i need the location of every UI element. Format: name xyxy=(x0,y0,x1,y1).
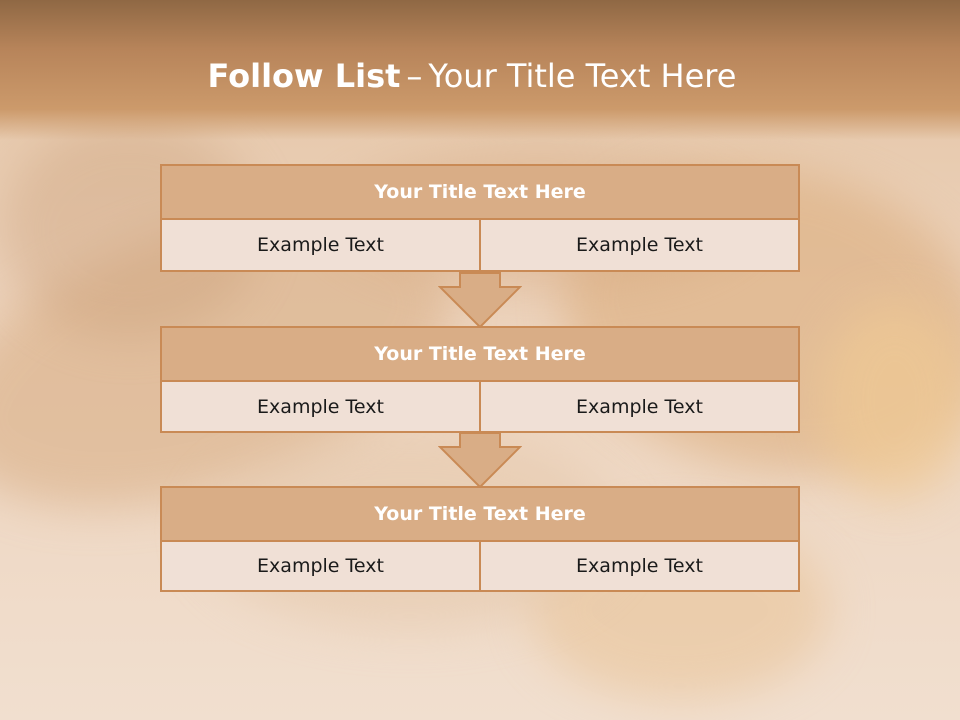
row-1-title-box: Your Title Text Here xyxy=(160,164,800,220)
row-2-cell-right: Example Text xyxy=(479,382,798,431)
row-1-title: Your Title Text Here xyxy=(374,181,586,203)
row-2-cells: Example Text Example Text xyxy=(160,382,800,433)
row-2-title-box: Your Title Text Here xyxy=(160,326,800,382)
slide-title: Follow List–Your Title Text Here xyxy=(0,52,944,100)
row-2-title: Your Title Text Here xyxy=(374,343,586,365)
down-arrow-icon xyxy=(438,272,522,328)
row-1-cell-left: Example Text xyxy=(257,234,384,256)
row-3-title: Your Title Text Here xyxy=(374,503,586,525)
row-3-title-box: Your Title Text Here xyxy=(160,486,800,542)
down-arrow-icon xyxy=(438,432,522,488)
row-1-cells: Example Text Example Text xyxy=(160,220,800,272)
row-2-cell-left: Example Text xyxy=(257,395,384,418)
header-band xyxy=(0,0,960,140)
row-3-cells: Example Text Example Text xyxy=(160,542,800,592)
title-separator: – xyxy=(406,57,423,95)
row-3-cell-right: Example Text xyxy=(479,542,798,590)
title-rest: Your Title Text Here xyxy=(428,57,737,95)
row-3-cell-left: Example Text xyxy=(257,555,384,577)
row-1-cell-right: Example Text xyxy=(479,220,798,270)
title-bold: Follow List xyxy=(207,57,401,95)
